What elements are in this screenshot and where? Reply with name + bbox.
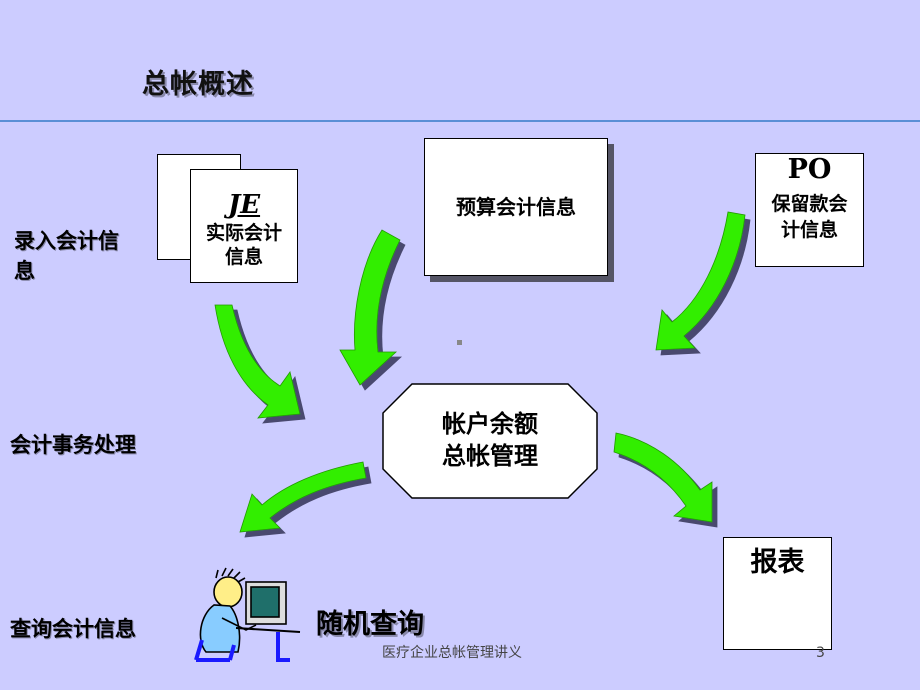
page-number: 3 bbox=[816, 645, 825, 661]
budget-info-box: 预算会计信息 bbox=[424, 138, 608, 276]
je-label-line1: 实际会计 bbox=[205, 222, 282, 244]
person-at-computer-icon bbox=[194, 567, 301, 662]
label-query-accounting-info: 查询会计信息 bbox=[10, 617, 136, 641]
je-label-line2: 信息 bbox=[224, 246, 263, 268]
po-label-line2: 计信息 bbox=[780, 219, 838, 241]
arrow-budget-to-ledger bbox=[339, 229, 401, 386]
report-label: 报表 bbox=[750, 547, 805, 578]
center-dot bbox=[457, 340, 462, 345]
center-line1: 帐户余额 bbox=[442, 410, 538, 438]
label-accounting-process: 会计事务处理 bbox=[10, 433, 136, 457]
po-info-box: PO 保留款会 计信息 bbox=[755, 153, 864, 267]
budget-label: 预算会计信息 bbox=[456, 195, 576, 219]
footer-text: 医疗企业总帐管理讲义 bbox=[382, 645, 522, 661]
arrow-ledger-to-report bbox=[613, 432, 713, 523]
po-label-line1: 保留款会 bbox=[771, 193, 848, 215]
je-document-box: JE 实际会计 信息 bbox=[190, 169, 298, 283]
random-query-label: 随机查询 bbox=[316, 609, 424, 640]
je-mark: JE bbox=[227, 190, 261, 220]
page-title: 总帐概述 bbox=[142, 69, 254, 100]
arrow-po-to-ledger bbox=[655, 211, 746, 351]
arrow-je-to-ledger bbox=[214, 304, 301, 419]
arrow-ledger-to-query bbox=[239, 461, 367, 533]
center-ledger-box bbox=[382, 383, 598, 499]
label-input-accounting-info: 录入会计信息 bbox=[14, 229, 119, 283]
po-mark: PO bbox=[787, 154, 832, 185]
report-box: 报表 bbox=[723, 537, 832, 650]
center-box-text: 帐户余额 总帐管理 bbox=[383, 408, 597, 472]
title-divider bbox=[0, 120, 920, 122]
center-line2: 总帐管理 bbox=[442, 442, 538, 470]
